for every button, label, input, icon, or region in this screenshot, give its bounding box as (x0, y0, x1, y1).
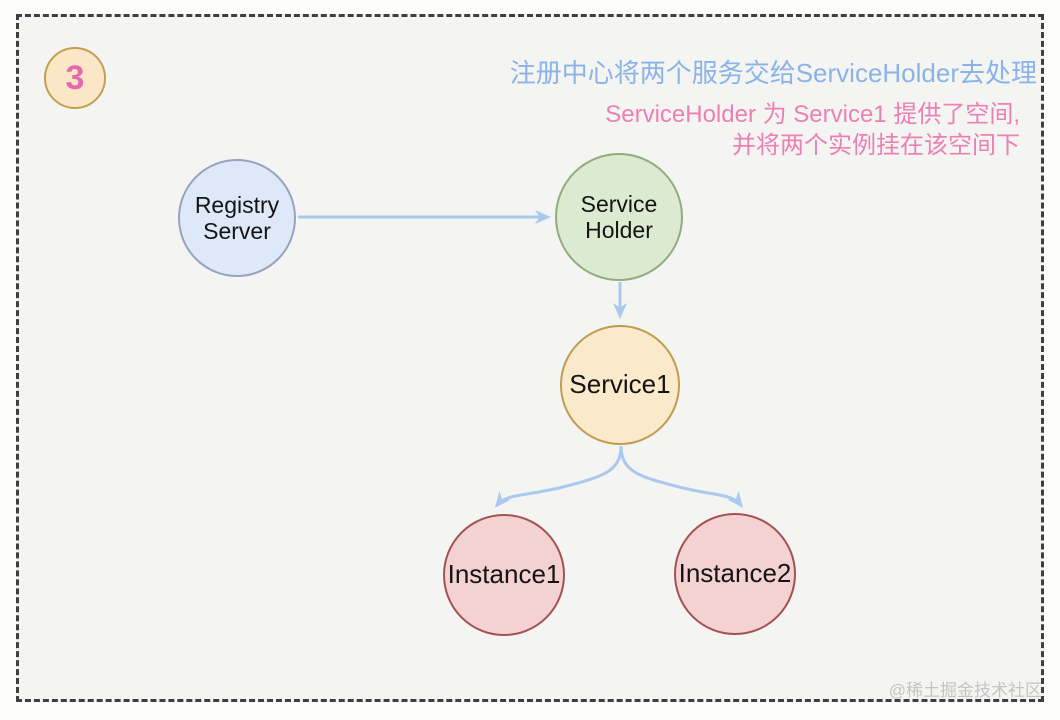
watermark: @稀土掘金技术社区 (888, 681, 1042, 700)
node-registry-server-label-line2: Server (203, 218, 271, 244)
caption-pink-line2: 并将两个实例挂在该空间下 (732, 132, 1020, 159)
node-instance2-label: Instance2 (678, 558, 792, 589)
node-registry-server: Registry Server (178, 159, 296, 277)
node-registry-server-label-line1: Registry (194, 191, 280, 218)
node-service1-label: Service1 (569, 369, 671, 400)
caption-pink-line1: ServiceHolder 为 Service1 提供了空间, (605, 101, 1020, 128)
node-instance1: Instance1 (443, 514, 565, 636)
caption-blue: 注册中心将两个服务交给ServiceHolder去处理 (509, 58, 1037, 88)
node-instance2: Instance2 (674, 513, 796, 635)
caption-pink: ServiceHolder 为 Service1 提供了空间, 并将两个实例挂在… (605, 99, 1020, 161)
node-service-holder-label-line1: Service (580, 190, 658, 217)
node-service1: Service1 (560, 325, 680, 445)
node-instance1-label: Instance1 (447, 559, 561, 590)
node-service-holder-label-line2: Holder (585, 217, 653, 243)
step-badge: 3 (44, 47, 106, 109)
node-service-holder: Service Holder (555, 153, 683, 281)
step-badge-number: 3 (65, 58, 85, 97)
